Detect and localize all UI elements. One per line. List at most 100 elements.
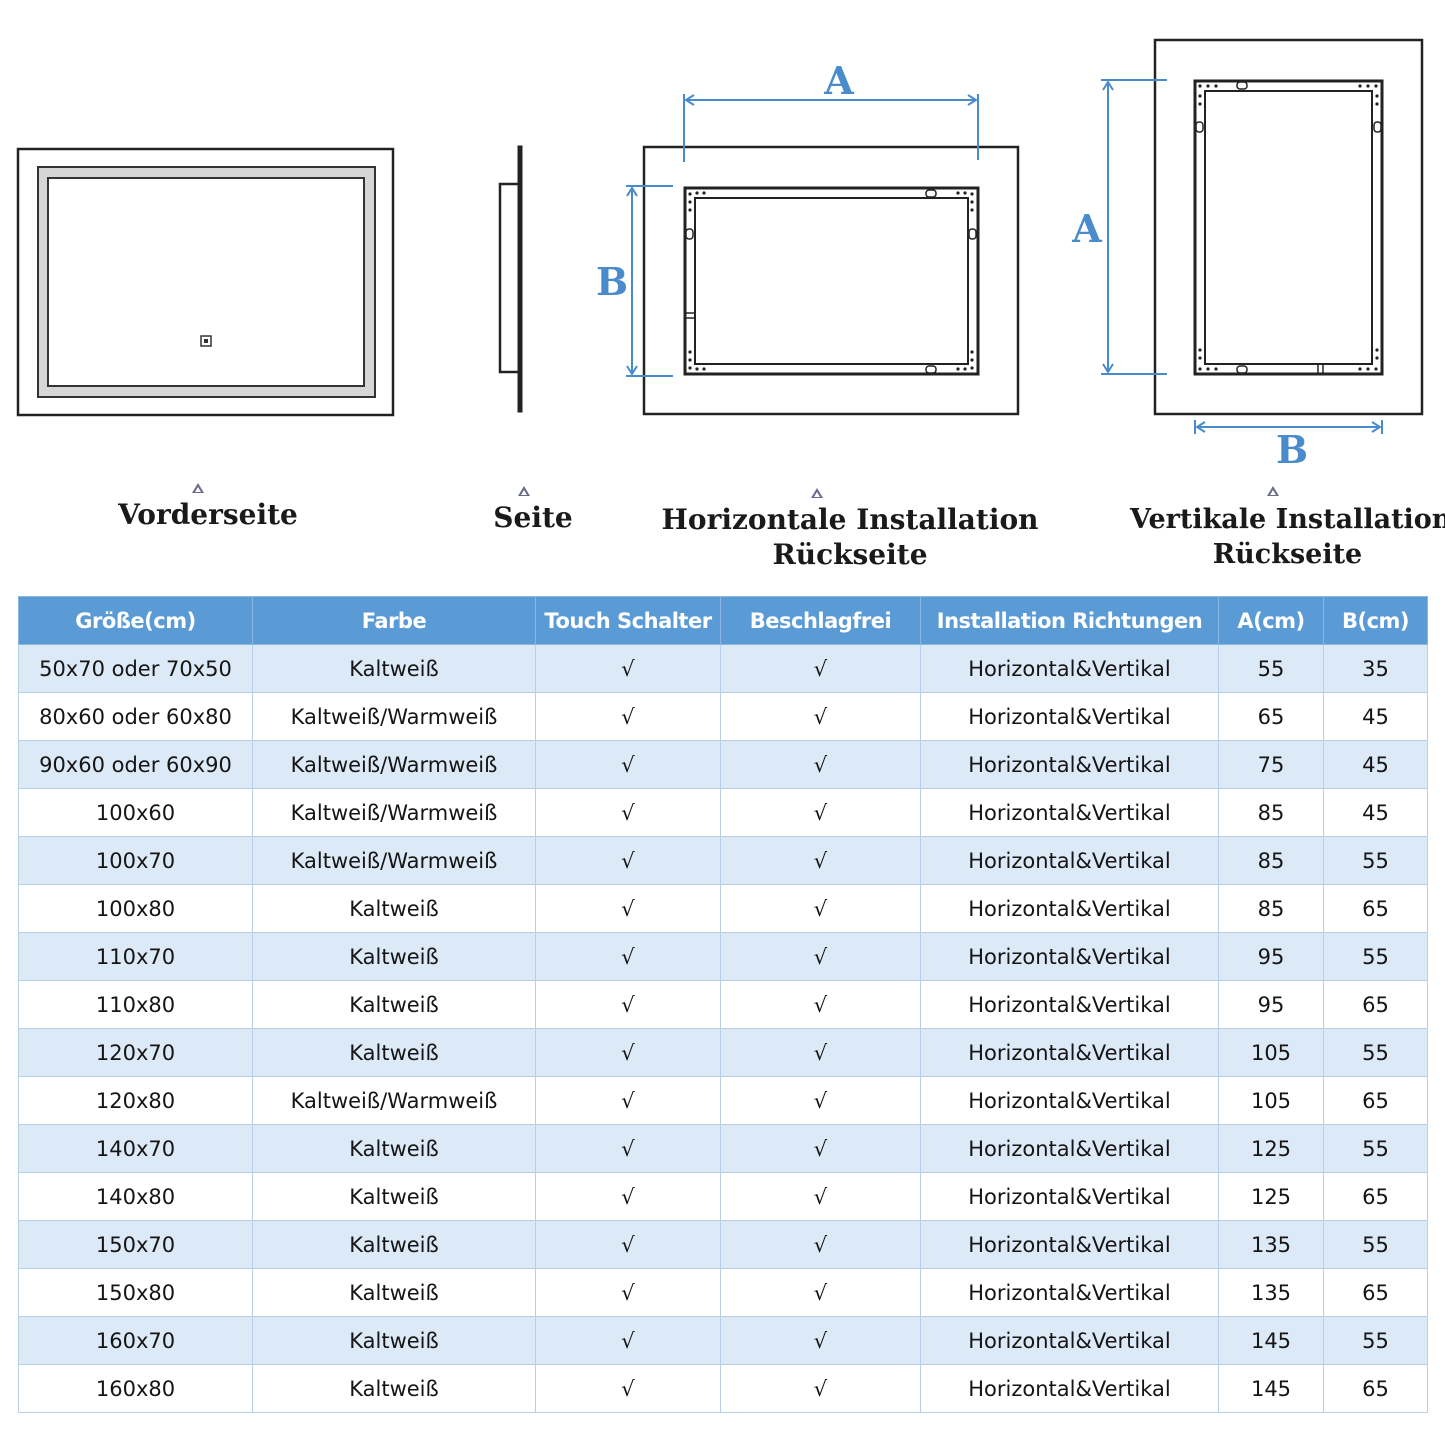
cell-a: 85 bbox=[1218, 788, 1324, 837]
vertical-dimension-a bbox=[1101, 79, 1167, 375]
cell-anti-fog: √ bbox=[720, 836, 921, 885]
cell-size: 50x70 oder 70x50 bbox=[18, 644, 253, 693]
cell-anti-fog: √ bbox=[720, 1124, 921, 1173]
cell-size: 120x70 bbox=[18, 1028, 253, 1077]
cell-b: 55 bbox=[1323, 1028, 1428, 1077]
header-anti-fog: Beschlagfrei bbox=[720, 596, 921, 645]
front-marker-icon bbox=[192, 483, 204, 493]
cell-anti-fog: √ bbox=[720, 788, 921, 837]
cell-anti-fog: √ bbox=[720, 1364, 921, 1413]
cell-b: 65 bbox=[1323, 1172, 1428, 1221]
cell-touch-switch: √ bbox=[535, 884, 721, 933]
cell-size: 150x70 bbox=[18, 1220, 253, 1269]
cell-a: 125 bbox=[1218, 1172, 1324, 1221]
cell-size: 150x80 bbox=[18, 1268, 253, 1317]
mirror-diagrams: A B A B bbox=[16, 38, 1424, 472]
cell-b: 55 bbox=[1323, 1316, 1428, 1365]
vertical-caption-line2: Rückseite bbox=[1212, 539, 1363, 570]
cell-a: 105 bbox=[1218, 1028, 1324, 1077]
cell-size: 110x70 bbox=[18, 932, 253, 981]
cell-touch-switch: √ bbox=[535, 740, 721, 789]
cell-size: 160x70 bbox=[18, 1316, 253, 1365]
cell-size: 110x80 bbox=[18, 980, 253, 1029]
horizontal-caption-line1: Horizontale Installation bbox=[661, 503, 1039, 536]
cell-a: 65 bbox=[1218, 692, 1324, 741]
cell-installation: Horizontal&Vertikal bbox=[920, 740, 1219, 789]
cell-installation: Horizontal&Vertikal bbox=[920, 980, 1219, 1029]
cell-b: 65 bbox=[1323, 1364, 1428, 1413]
cell-installation: Horizontal&Vertikal bbox=[920, 1028, 1219, 1077]
cell-touch-switch: √ bbox=[535, 980, 721, 1029]
cell-color: Kaltweiß bbox=[252, 1220, 536, 1269]
cell-color: Kaltweiß/Warmweiß bbox=[252, 836, 536, 885]
side-caption: Seite bbox=[493, 501, 573, 534]
vertical-label-a: A bbox=[1071, 206, 1102, 251]
cell-color: Kaltweiß bbox=[252, 1172, 536, 1221]
cell-b: 65 bbox=[1323, 1076, 1428, 1125]
cell-touch-switch: √ bbox=[535, 1028, 721, 1077]
cell-anti-fog: √ bbox=[720, 1268, 921, 1317]
cell-size: 120x80 bbox=[18, 1076, 253, 1125]
cell-b: 35 bbox=[1323, 644, 1428, 693]
cell-color: Kaltweiß/Warmweiß bbox=[252, 692, 536, 741]
cell-installation: Horizontal&Vertikal bbox=[920, 1220, 1219, 1269]
cell-anti-fog: √ bbox=[720, 1028, 921, 1077]
vertical-marker-icon bbox=[1267, 486, 1279, 496]
cell-a: 55 bbox=[1218, 644, 1324, 693]
cell-a: 125 bbox=[1218, 1124, 1324, 1173]
horizontal-caption: Horizontale Installation Rückseite bbox=[660, 502, 1040, 572]
horizontal-back-drawing bbox=[642, 145, 1020, 416]
cell-a: 75 bbox=[1218, 740, 1324, 789]
cell-touch-switch: √ bbox=[535, 1076, 721, 1125]
header-b: B(cm) bbox=[1323, 596, 1428, 645]
cell-a: 95 bbox=[1218, 932, 1324, 981]
front-caption: Vorderseite bbox=[118, 498, 298, 531]
cell-touch-switch: √ bbox=[535, 1220, 721, 1269]
cell-color: Kaltweiß bbox=[252, 1124, 536, 1173]
cell-touch-switch: √ bbox=[535, 1124, 721, 1173]
cell-b: 55 bbox=[1323, 1124, 1428, 1173]
cell-b: 45 bbox=[1323, 740, 1428, 789]
cell-installation: Horizontal&Vertikal bbox=[920, 644, 1219, 693]
cell-anti-fog: √ bbox=[720, 1220, 921, 1269]
cell-installation: Horizontal&Vertikal bbox=[920, 1316, 1219, 1365]
cell-color: Kaltweiß bbox=[252, 1028, 536, 1077]
cell-color: Kaltweiß bbox=[252, 1364, 536, 1413]
cell-a: 135 bbox=[1218, 1220, 1324, 1269]
vertical-caption-line1: Vertikale Installation bbox=[1130, 504, 1445, 535]
cell-anti-fog: √ bbox=[720, 1076, 921, 1125]
cell-touch-switch: √ bbox=[535, 1316, 721, 1365]
cell-color: Kaltweiß/Warmweiß bbox=[252, 1076, 536, 1125]
cell-b: 55 bbox=[1323, 1220, 1428, 1269]
cell-color: Kaltweiß bbox=[252, 644, 536, 693]
cell-size: 160x80 bbox=[18, 1364, 253, 1413]
cell-anti-fog: √ bbox=[720, 644, 921, 693]
cell-color: Kaltweiß bbox=[252, 1316, 536, 1365]
horizontal-dimension-b bbox=[626, 185, 673, 377]
cell-anti-fog: √ bbox=[720, 1316, 921, 1365]
cell-anti-fog: √ bbox=[720, 932, 921, 981]
header-size: Größe(cm) bbox=[18, 596, 253, 645]
cell-color: Kaltweiß bbox=[252, 884, 536, 933]
cell-installation: Horizontal&Vertikal bbox=[920, 692, 1219, 741]
cell-b: 55 bbox=[1323, 836, 1428, 885]
header-color: Farbe bbox=[252, 596, 536, 645]
horizontal-dimension-a bbox=[683, 94, 979, 162]
cell-a: 85 bbox=[1218, 884, 1324, 933]
cell-installation: Horizontal&Vertikal bbox=[920, 836, 1219, 885]
cell-installation: Horizontal&Vertikal bbox=[920, 788, 1219, 837]
vertical-label-b: B bbox=[1276, 427, 1308, 472]
horizontal-label-a: A bbox=[823, 58, 854, 103]
